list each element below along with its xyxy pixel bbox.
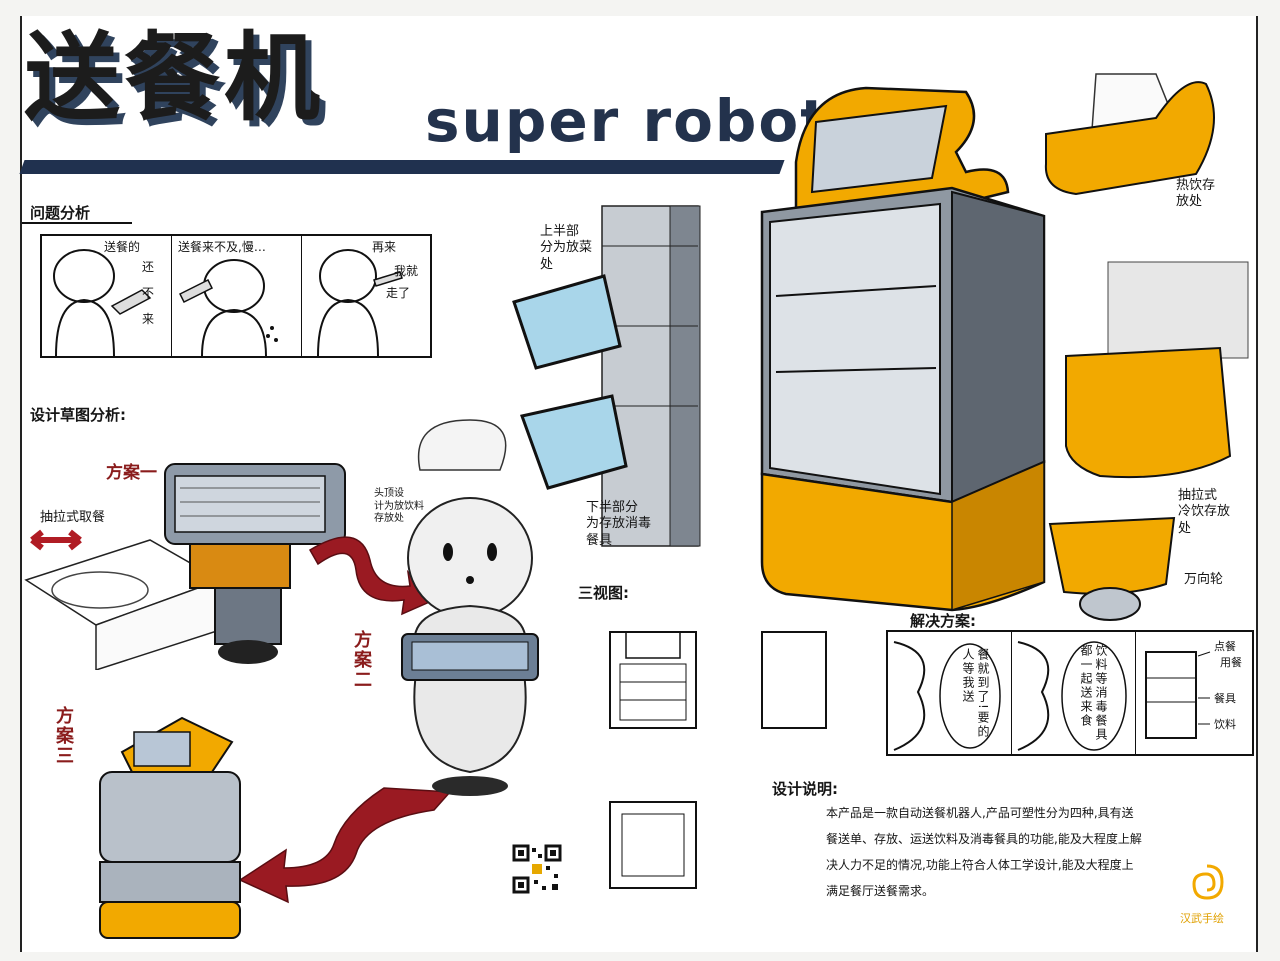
- solution-comic-strip: 餐就到了!要的人等我送 饮料等消毒餐具都一起送来食 点餐 用餐 餐具 饮料: [886, 630, 1254, 756]
- section-solution: 解决方案:: [910, 612, 976, 630]
- poster-title-en: super robot: [425, 87, 831, 155]
- hot-drink-tray-render: [1044, 73, 1215, 196]
- main-product-render: [760, 86, 1046, 612]
- scheme-three-sketch: [99, 716, 241, 939]
- section-rule: [22, 222, 132, 224]
- solution-text-1: 餐就到了!要的人等我送: [961, 648, 990, 739]
- solution-item-order: 点餐: [1214, 640, 1236, 653]
- solution-item-tableware: 餐具: [1214, 692, 1236, 705]
- solution-product-section: [1145, 651, 1211, 739]
- scheme-two-robot-sketch: [401, 419, 539, 796]
- scheme-two-label: 方案二: [351, 630, 372, 690]
- problem-text-2: 送餐来不及,慢…: [178, 240, 266, 254]
- problem-panel-3: 再来 我就 走了: [302, 236, 430, 356]
- universal-wheel-label: 万向轮: [1184, 572, 1224, 587]
- robot-sketch-1: [53, 249, 152, 356]
- three-view-drawings: [609, 631, 827, 889]
- drawer-exploded-sketch: [512, 205, 701, 547]
- solution-item-dine: 用餐: [1220, 656, 1242, 669]
- cold-drink-drawer-render: [1065, 261, 1249, 479]
- hot-drink-label: 热饮存 放处: [1176, 178, 1216, 210]
- problem-text-1b: 还: [142, 260, 155, 274]
- solution-text-2: 饮料等消毒餐具都一起送来食: [1079, 644, 1108, 742]
- problem-text-3c: 走了: [386, 286, 411, 300]
- solution-robot-2: [1017, 641, 1127, 751]
- upper-part-label: 上半部 分为放菜 处: [540, 224, 593, 272]
- qr-code: [512, 844, 562, 894]
- solution-panel-3: 点餐 用餐 餐具 饮料: [1136, 632, 1252, 754]
- solution-panel-2: 饮料等消毒餐具都一起送来食: [1012, 632, 1136, 754]
- universal-wheel-render: [1048, 516, 1176, 621]
- title-underline: [19, 160, 785, 174]
- robot-sketch-2: [178, 259, 278, 356]
- scheme-one-sketch: [24, 463, 346, 670]
- scheme-one-label: 方案一: [106, 463, 157, 483]
- red-arrow-to-scheme-three: [238, 787, 452, 904]
- pull-out-tray-label: 抽拉式取餐: [40, 510, 106, 525]
- brand-name: 汉武手绘: [1180, 912, 1224, 925]
- brand-logo-icon: [1192, 864, 1224, 900]
- solution-robot-1: [893, 641, 1001, 751]
- pull-drawer-label: 抽拉式 冷饮存放 处: [1178, 488, 1231, 536]
- problem-text-1a: 送餐的: [104, 240, 141, 254]
- problem-panel-1: 送餐的 还 不 来: [42, 236, 172, 356]
- problem-panel-2: 送餐来不及,慢…: [172, 236, 302, 356]
- solution-item-drink: 饮料: [1214, 718, 1236, 731]
- solution-panel-1: 餐就到了!要的人等我送: [888, 632, 1012, 754]
- lower-part-label: 下半部分 为存放消毒 餐具: [586, 500, 652, 548]
- scheme-three-label: 方案三: [53, 706, 74, 766]
- section-design-analysis: 设计草图分析:: [30, 406, 126, 424]
- head-drink-label: 头顶设 计为放饮料 存放处: [374, 488, 424, 524]
- design-description: 本产品是一款自动送餐机器人,产品可塑性分为四种,具有送餐送单、存放、运送饮料及消…: [826, 806, 1142, 898]
- problem-text-1c: 不: [142, 286, 155, 300]
- problem-text-3a: 再来: [372, 240, 397, 254]
- problem-text-1d: 来: [142, 312, 155, 326]
- section-three-view: 三视图:: [578, 584, 629, 602]
- problem-comic-strip: 送餐的 还 不 来 送餐来不及,慢… 再来 我就 走了: [40, 234, 432, 358]
- problem-text-3b: 我就: [394, 264, 419, 278]
- section-problem-analysis: 问题分析: [30, 204, 91, 222]
- section-description: 设计说明:: [772, 780, 838, 798]
- robot-sketch-3: [317, 249, 403, 356]
- poster-title-cn: 送餐机: [24, 22, 324, 134]
